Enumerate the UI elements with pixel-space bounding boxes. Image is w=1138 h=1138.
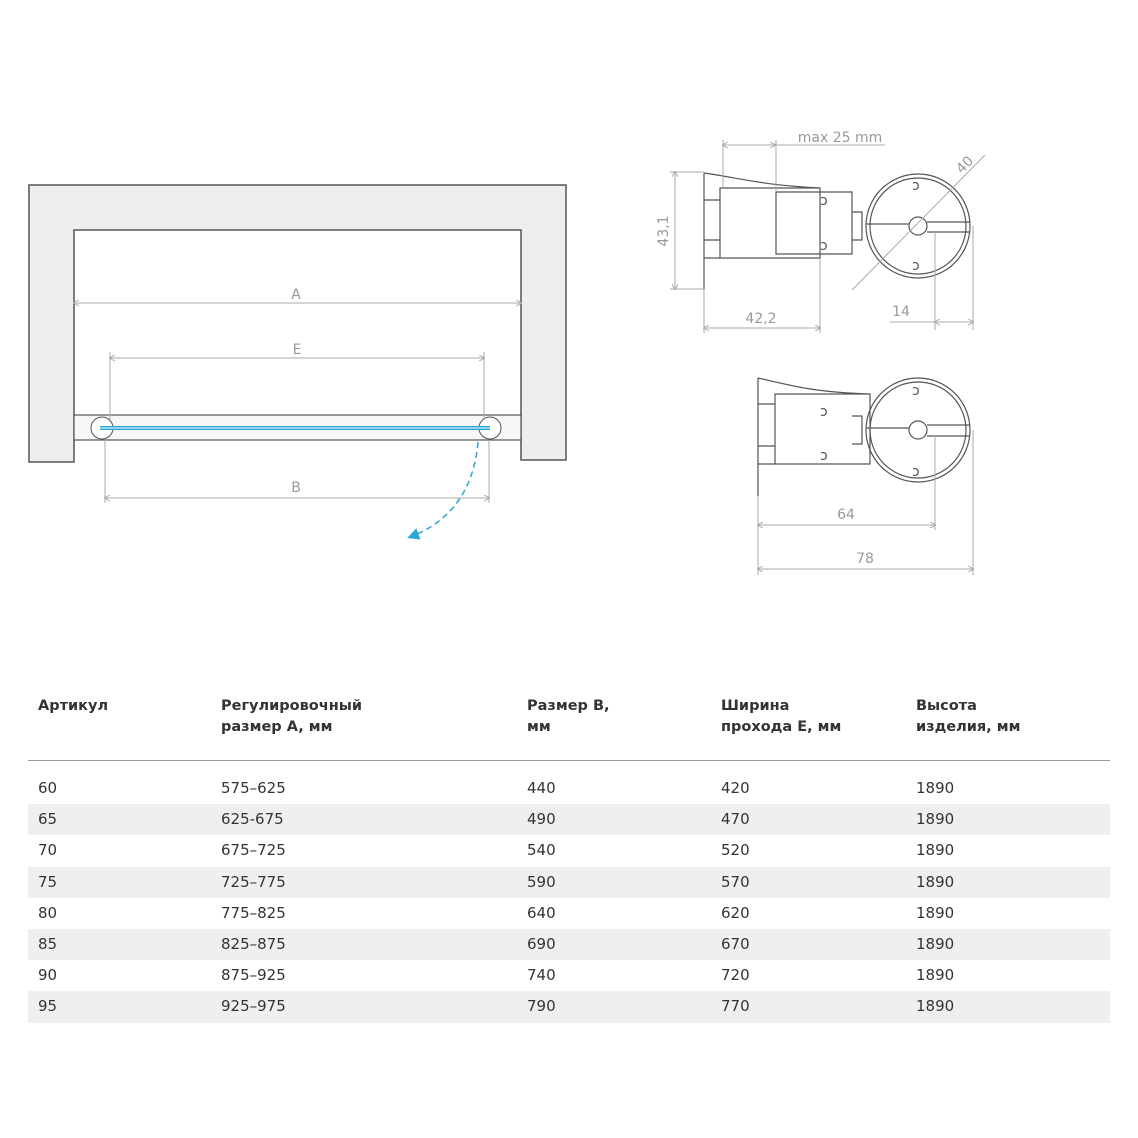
cell-height: 1890 (916, 997, 955, 1016)
cell-height: 1890 (916, 841, 955, 860)
svg-text:ↄ: ↄ (820, 448, 828, 464)
cell-size-a: 575–625 (221, 779, 286, 797)
table-row: 90 875–925 740 720 1890 (28, 960, 1110, 991)
table-header: Артикул Регулировочный размер A, мм Разм… (28, 690, 1110, 761)
cell-size-a: 675–725 (221, 841, 286, 860)
table-row: 65 625-675 490 470 1890 (28, 804, 1110, 836)
dim-a-label: A (291, 287, 301, 303)
cell-size-b: 490 (527, 810, 556, 829)
table-row: 85 825–875 690 670 1890 (28, 928, 1110, 961)
dim-inner-label: 64 (837, 507, 855, 523)
cell-height: 1890 (916, 810, 955, 829)
door-swing-arc (407, 441, 479, 540)
cell-size-a: 725–775 (221, 872, 286, 891)
cell-width-e: 720 (721, 966, 750, 985)
cell-width-e: 620 (721, 903, 750, 922)
cell-width-e: 420 (721, 779, 750, 797)
cell-width-e: 670 (721, 934, 750, 953)
header-article: Артикул (38, 698, 109, 714)
svg-text:ↄ: ↄ (820, 193, 828, 209)
cell-article: 70 (38, 841, 58, 860)
cell-height: 1890 (916, 934, 955, 953)
cell-size-b: 590 (527, 872, 556, 891)
svg-text:ↄ: ↄ (912, 258, 920, 274)
cell-height: 1890 (916, 903, 955, 922)
cell-article: 85 (38, 934, 58, 953)
cell-width-e: 520 (721, 841, 750, 860)
table-row: 95 925–975 790 770 1890 (28, 991, 1110, 1023)
cell-article: 80 (38, 903, 58, 922)
header-size-a: Регулировочный размер A, мм (221, 698, 362, 735)
cell-size-a: 625-675 (221, 810, 284, 829)
cell-article: 95 (38, 997, 58, 1016)
cell-article: 90 (38, 966, 58, 985)
cell-size-a: 875–925 (221, 966, 286, 985)
dim-max-label: max 25 mm (798, 130, 883, 146)
specifications-table: Артикул Регулировочный размер A, мм Разм… (28, 690, 1110, 1023)
profile-dimensions-top (670, 140, 986, 333)
cell-article: 60 (38, 779, 58, 797)
dim-offset-label: 14 (892, 304, 910, 320)
dim-outer-label: 78 (856, 551, 874, 567)
table-row: 70 675–725 540 520 1890 (28, 835, 1110, 866)
cell-size-a: 825–875 (221, 934, 286, 953)
cell-width-e: 770 (721, 997, 750, 1016)
profile-section-open: ↄ ↄ ↄ ↄ (703, 172, 971, 289)
cell-size-b: 640 (527, 903, 556, 922)
dim-b-label: B (291, 480, 301, 496)
cell-width-e: 470 (721, 810, 750, 829)
cell-size-b: 540 (527, 841, 556, 860)
cell-size-b: 440 (527, 779, 556, 797)
svg-text:ↄ: ↄ (912, 383, 920, 399)
header-width-e: Ширина прохода E, мм (721, 698, 842, 735)
cell-size-b: 790 (527, 997, 556, 1016)
cell-size-a: 925–975 (221, 997, 286, 1016)
dim-diameter-label: 40 (953, 153, 977, 177)
svg-text:ↄ: ↄ (820, 404, 828, 420)
technical-drawings: A E B ↄ ↄ ↄ ↄ max 25 mm 40 43,1 42,2 14 (28, 130, 986, 575)
cell-height: 1890 (916, 779, 955, 797)
dim-height-label: 43,1 (656, 215, 672, 246)
svg-text:ↄ: ↄ (912, 464, 920, 480)
dim-width-label: 42,2 (745, 311, 776, 327)
svg-text:ↄ: ↄ (912, 178, 920, 194)
header-height: Высота изделия, мм (916, 698, 1021, 735)
dim-e-label: E (293, 342, 302, 358)
table-row: 80 775–825 640 620 1890 (28, 898, 1110, 929)
cell-size-b: 690 (527, 934, 556, 953)
cell-height: 1890 (916, 966, 955, 985)
profile-dimensions-bottom (758, 430, 973, 575)
cell-article: 65 (38, 810, 58, 829)
table-row: 60 575–625 440 420 1890 (28, 773, 1110, 804)
table-row: 75 725–775 590 570 1890 (28, 866, 1110, 898)
cell-size-b: 740 (527, 966, 556, 985)
cell-article: 75 (38, 872, 58, 891)
plan-view: A E B (28, 184, 567, 540)
header-size-b: Размер B, мм (527, 698, 610, 735)
cell-height: 1890 (916, 872, 955, 891)
profile-section-closed: ↄ ↄ ↄ ↄ (757, 377, 971, 496)
wall (28, 184, 567, 463)
svg-text:ↄ: ↄ (820, 238, 828, 254)
cell-size-a: 775–825 (221, 903, 286, 922)
cell-width-e: 570 (721, 872, 750, 891)
